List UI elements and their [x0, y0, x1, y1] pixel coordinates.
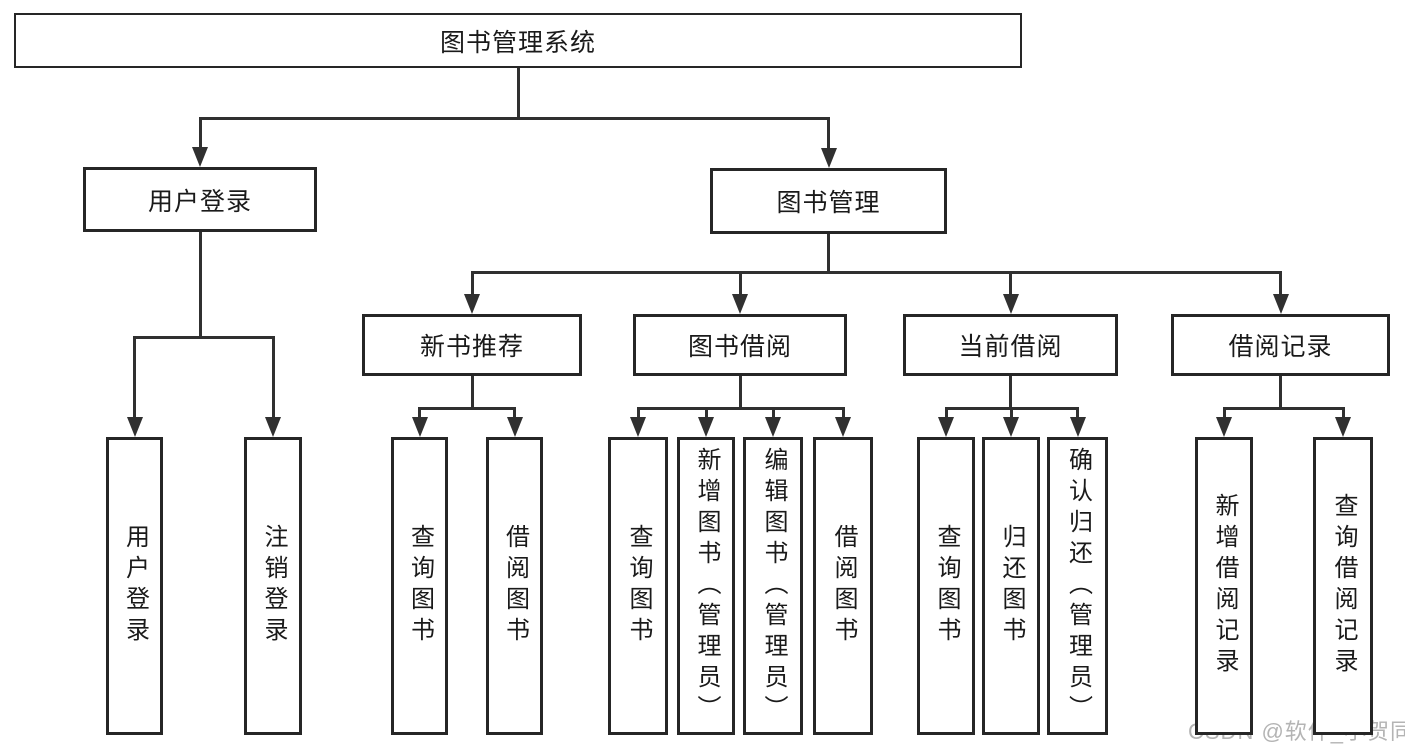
connector-borrow-to-bw-edit-stem: [771, 408, 775, 419]
node-rec-add: 新增借阅记录: [1195, 437, 1253, 735]
connector-borrow-to-bw-add-arrowhead: [698, 417, 714, 437]
connector-borrow-to-bw-add-stem: [704, 408, 708, 419]
connector-mgmt-to-records-stem: [1279, 272, 1282, 296]
connector-current-to-cur-query-arrowhead: [938, 417, 954, 437]
connector-records-to-rec-add-arrowhead: [1216, 417, 1232, 437]
node-user-login: 用户登录: [106, 437, 163, 735]
connector-borrow-to-bw-borrow-stem: [841, 408, 845, 419]
node-bw-add: 新增图书（管理员）: [677, 437, 735, 735]
connector-mgmt-to-current-stem: [1009, 272, 1012, 296]
connector-mgmt-to-borrow-stem: [738, 272, 742, 296]
connector-newbook-stem: [470, 376, 474, 408]
connector-root-stem: [516, 68, 520, 118]
connector-borrow-to-bw-query-arrowhead: [630, 417, 646, 437]
node-bw-edit: 编辑图书（管理员）: [743, 437, 803, 735]
connector-mgmt-stem: [827, 234, 830, 272]
node-nb-borrow: 借阅图书: [486, 437, 543, 735]
connector-root-to-login-arrowhead: [192, 147, 208, 167]
connector-login-branch: [133, 335, 275, 339]
connector-current-to-cur-return-stem: [1009, 408, 1013, 419]
node-login: 用户登录: [83, 167, 317, 232]
connector-records-to-rec-query-arrowhead: [1335, 417, 1351, 437]
node-records: 借阅记录: [1171, 314, 1390, 376]
connector-mgmt-to-newbook-arrowhead: [464, 294, 480, 314]
connector-borrow-to-bw-edit-arrowhead: [765, 417, 781, 437]
node-newbook: 新书推荐: [362, 314, 582, 376]
connector-login-to-user-login-stem: [133, 337, 136, 419]
connector-current-to-cur-query-stem: [944, 408, 948, 419]
connector-login-stem: [198, 232, 202, 337]
node-cur-confirm: 确认归还（管理员）: [1047, 437, 1108, 735]
node-cur-query: 查询图书: [917, 437, 975, 735]
connector-records-to-rec-add-stem: [1222, 408, 1226, 419]
connector-login-to-logout-stem: [271, 337, 275, 419]
connector-mgmt-to-newbook-stem: [470, 272, 474, 296]
node-bw-query: 查询图书: [608, 437, 668, 735]
connector-borrow-to-bw-query-stem: [636, 408, 640, 419]
node-current: 当前借阅: [903, 314, 1118, 376]
connector-root-to-mgmt-arrowhead: [820, 148, 837, 168]
connector-borrow-stem: [738, 376, 742, 408]
node-mgmt: 图书管理: [710, 168, 947, 234]
connector-newbook-to-nb-query-arrowhead: [411, 417, 428, 437]
node-logout: 注销登录: [244, 437, 302, 735]
connector-current-to-cur-confirm-stem: [1076, 408, 1079, 419]
connector-borrow-branch: [636, 406, 845, 410]
connector-records-to-rec-query-stem: [1341, 408, 1345, 419]
connector-login-to-logout-arrowhead: [265, 417, 281, 437]
connector-mgmt-to-current-arrowhead: [1002, 294, 1019, 314]
connector-records-stem: [1279, 376, 1282, 408]
connector-mgmt-branch: [470, 270, 1282, 274]
connector-mgmt-to-records-arrowhead: [1272, 294, 1289, 314]
node-nb-query: 查询图书: [391, 437, 448, 735]
node-root: 图书管理系统: [14, 13, 1022, 68]
connector-root-branch: [198, 116, 830, 120]
connector-root-to-login-stem: [198, 118, 202, 149]
connector-root-to-mgmt-stem: [827, 118, 830, 150]
node-borrow: 图书借阅: [633, 314, 847, 376]
connector-newbook-to-nb-query-stem: [418, 408, 421, 419]
connector-current-to-cur-confirm-arrowhead: [1069, 417, 1086, 437]
connector-newbook-to-nb-borrow-arrowhead: [506, 417, 523, 437]
connector-records-branch: [1222, 406, 1345, 410]
node-bw-borrow: 借阅图书: [813, 437, 873, 735]
node-rec-query: 查询借阅记录: [1313, 437, 1373, 735]
node-cur-return: 归还图书: [982, 437, 1040, 735]
connector-newbook-branch: [418, 406, 516, 410]
connector-current-stem: [1009, 376, 1012, 408]
connector-mgmt-to-borrow-arrowhead: [732, 294, 748, 314]
connector-newbook-to-nb-borrow-stem: [513, 408, 516, 419]
connector-borrow-to-bw-borrow-arrowhead: [835, 417, 851, 437]
connector-login-to-user-login-arrowhead: [126, 417, 143, 437]
connector-current-to-cur-return-arrowhead: [1003, 417, 1019, 437]
